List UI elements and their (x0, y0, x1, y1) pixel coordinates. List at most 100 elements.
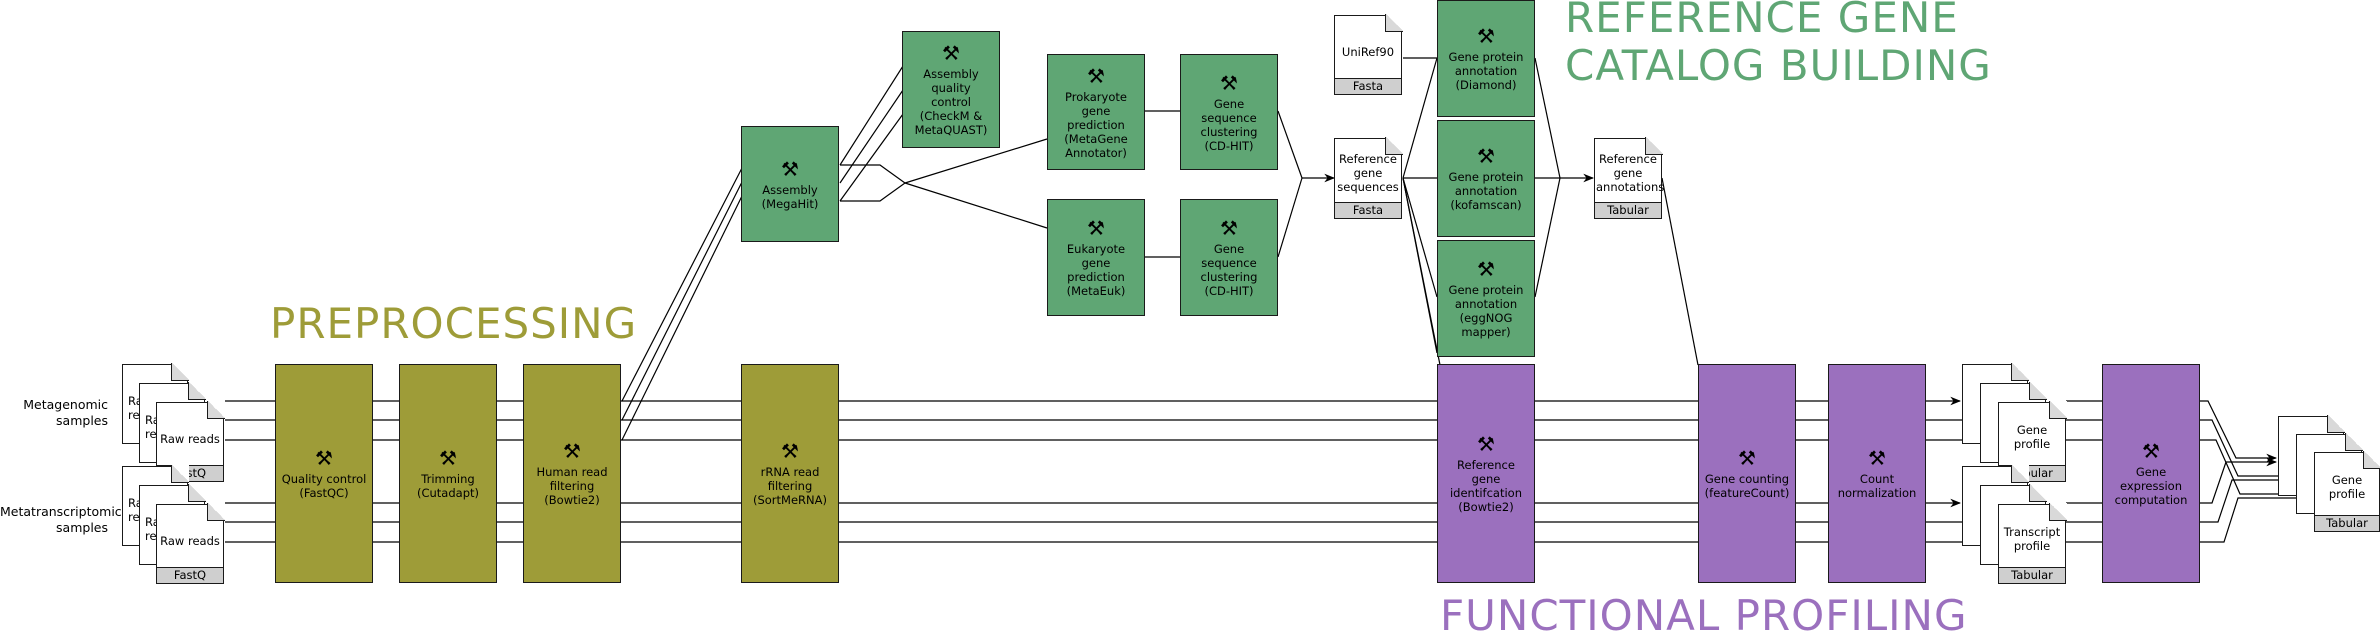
step-tool: (SortMeRNA) (752, 493, 827, 507)
step-tool: (MetaGene (1064, 131, 1128, 146)
step-label: Assembly (923, 67, 979, 81)
metagenomic-samples-label: Metagenomic samples (23, 397, 108, 428)
file-label-line: Reference (1339, 152, 1397, 166)
step-label: prediction (1067, 270, 1125, 284)
gene-protein-annotation-kofamscan-step[interactable]: ⚒ Gene protein annotation (kofamscan) (1437, 120, 1535, 237)
step-tool: mapper) (1461, 325, 1511, 339)
file-label-line: profile (2328, 487, 2366, 501)
file-label-line: gene (1613, 166, 1643, 180)
human-read-filtering-step[interactable]: ⚒ Human read filtering (Bowtie2) (523, 364, 621, 583)
raw-reads-file-metagenomic: Raw reads FastQ (156, 401, 225, 482)
step-label: Gene (2135, 465, 2167, 479)
rrna-read-filtering-step[interactable]: ⚒ rRNA read filtering (SortMeRNA) (741, 364, 839, 583)
step-label: normalization (1837, 486, 1917, 500)
step-label: prediction (1067, 117, 1125, 132)
section-title-functional: FUNCTIONAL PROFILING (1440, 591, 1968, 631)
step-tool: (CD-HIT) (1204, 138, 1254, 153)
step-label: Trimming (421, 472, 475, 486)
assembly-step[interactable]: ⚒ Assembly (MegaHit) (741, 126, 839, 242)
gene-sequence-clustering-step-1[interactable]: ⚒ Gene sequence clustering (CD-HIT) (1180, 54, 1278, 170)
prokaryote-gene-prediction-step[interactable]: ⚒ Prokaryote gene prediction (MetaGene A… (1047, 54, 1145, 170)
step-label: Reference (1457, 458, 1515, 472)
file-label-line: Reference (1599, 152, 1657, 166)
step-label: annotation (1454, 297, 1518, 311)
step-label: quality (931, 81, 971, 95)
step-tool: (Bowtie2) (1458, 500, 1514, 514)
tool-icon: ⚒ (1087, 63, 1105, 88)
step-tool: (CD-HIT) (1204, 284, 1254, 298)
step-label: sequence (1201, 110, 1257, 125)
step-label: Prokaryote (1065, 89, 1127, 104)
tool-icon: ⚒ (1477, 144, 1495, 168)
tool-icon: ⚒ (942, 41, 960, 65)
raw-reads-label: Raw reads (160, 432, 220, 446)
step-label: clustering (1200, 124, 1258, 139)
step-label: filtering (549, 479, 595, 493)
file-label-line: Transcript (2003, 525, 2061, 539)
tool-icon: ⚒ (1738, 446, 1756, 470)
step-tool: (kofamscan) (1450, 198, 1522, 212)
file-label: Gene profile (2000, 423, 2064, 451)
step-label: sequence (1201, 256, 1257, 270)
step-label: Gene protein (1448, 283, 1524, 297)
fastq-tag: FastQ (156, 567, 224, 584)
file-label: UniRef90 (1341, 45, 1395, 59)
tool-icon: ⚒ (315, 446, 333, 470)
final-gene-profile-file: Gene profile Tabular (2314, 451, 2380, 532)
trimming-step[interactable]: ⚒ Trimming (Cutadapt) (399, 364, 497, 583)
step-tool: (Bowtie2) (544, 493, 600, 507)
section-title-preprocessing: PREPROCESSING (270, 299, 638, 348)
file-label-line: gene (1353, 166, 1383, 180)
count-normalization-step[interactable]: ⚒ Count normalization (1828, 364, 1926, 583)
quality-control-step[interactable]: ⚒ Quality control (FastQC) (275, 364, 373, 583)
section-title-catalog-line2: CATALOG BUILDING (1565, 41, 1992, 90)
file-label-line: Gene (2331, 473, 2363, 487)
raw-reads-file-metatranscriptomic: Raw reads FastQ (156, 503, 225, 584)
section-title-catalog-line1: REFERENCE GENE (1565, 0, 1959, 42)
step-tool: (MetaEuk) (1066, 284, 1126, 298)
uniref90-file: UniRef90 Fasta (1334, 14, 1403, 95)
file-label: Reference gene sequences (1336, 152, 1400, 194)
gene-profile-file: Gene profile Tabular (1998, 401, 2067, 482)
transcript-profile-file: Transcript profile Tabular (1998, 503, 2067, 584)
gene-protein-annotation-eggnog-step[interactable]: ⚒ Gene protein annotation (eggNOG mapper… (1437, 240, 1535, 357)
metatranscriptomic-samples-label: Metatranscriptomic samples (0, 504, 122, 535)
step-label: Human read (536, 465, 608, 479)
tool-icon: ⚒ (1087, 216, 1105, 240)
step-label: Count (1859, 472, 1895, 486)
tool-icon: ⚒ (1868, 446, 1886, 470)
step-label: Gene (1213, 96, 1245, 111)
tool-icon: ⚒ (1477, 432, 1495, 456)
reference-gene-sequences-file: Reference gene sequences Fasta (1334, 137, 1403, 219)
step-label: Eukaryote (1066, 242, 1126, 256)
file-label-line: sequences (1337, 180, 1399, 194)
file-label-line: profile (2013, 539, 2051, 553)
file-label: Transcript profile (2000, 525, 2064, 553)
gene-counting-step[interactable]: ⚒ Gene counting (featureCount) (1698, 364, 1796, 583)
gene-protein-annotation-diamond-step[interactable]: ⚒ Gene protein annotation (Diamond) (1437, 0, 1535, 117)
reference-gene-annotations-file: Reference gene annotations Tabular (1594, 137, 1664, 219)
reference-gene-identification-step[interactable]: ⚒ Reference gene identifcation (Bowtie2) (1437, 364, 1535, 583)
assembly-quality-control-step[interactable]: ⚒ Assembly quality control (CheckM & Met… (902, 31, 1000, 148)
step-label: annotation (1454, 184, 1518, 198)
tabular-tag: Tabular (1594, 202, 1662, 219)
tabular-tag: Tabular (2314, 515, 2380, 532)
tool-icon: ⚒ (563, 439, 581, 463)
step-tool: (CheckM & (919, 109, 983, 123)
step-label: identifcation (1449, 486, 1522, 500)
step-tool: (featureCount) (1704, 486, 1790, 500)
step-label: expression (2119, 479, 2183, 493)
tool-icon: ⚒ (1477, 257, 1495, 281)
gene-expression-computation-step[interactable]: ⚒ Gene expression computation (2102, 364, 2200, 583)
step-label: Gene (1213, 242, 1245, 256)
file-label-line: Gene (2016, 423, 2048, 437)
gene-sequence-clustering-step-2[interactable]: ⚒ Gene sequence clustering (CD-HIT) (1180, 199, 1278, 316)
step-label: annotation (1454, 64, 1518, 78)
eukaryote-gene-prediction-step[interactable]: ⚒ Eukaryote gene prediction (MetaEuk) (1047, 199, 1145, 316)
step-label: Gene protein (1448, 170, 1524, 184)
step-label: Gene protein (1448, 50, 1524, 64)
step-label: Gene counting (1704, 472, 1790, 486)
step-tool: (FastQC) (299, 486, 349, 500)
step-tool: MetaQUAST) (914, 123, 988, 137)
file-label: Gene profile (2316, 473, 2378, 501)
